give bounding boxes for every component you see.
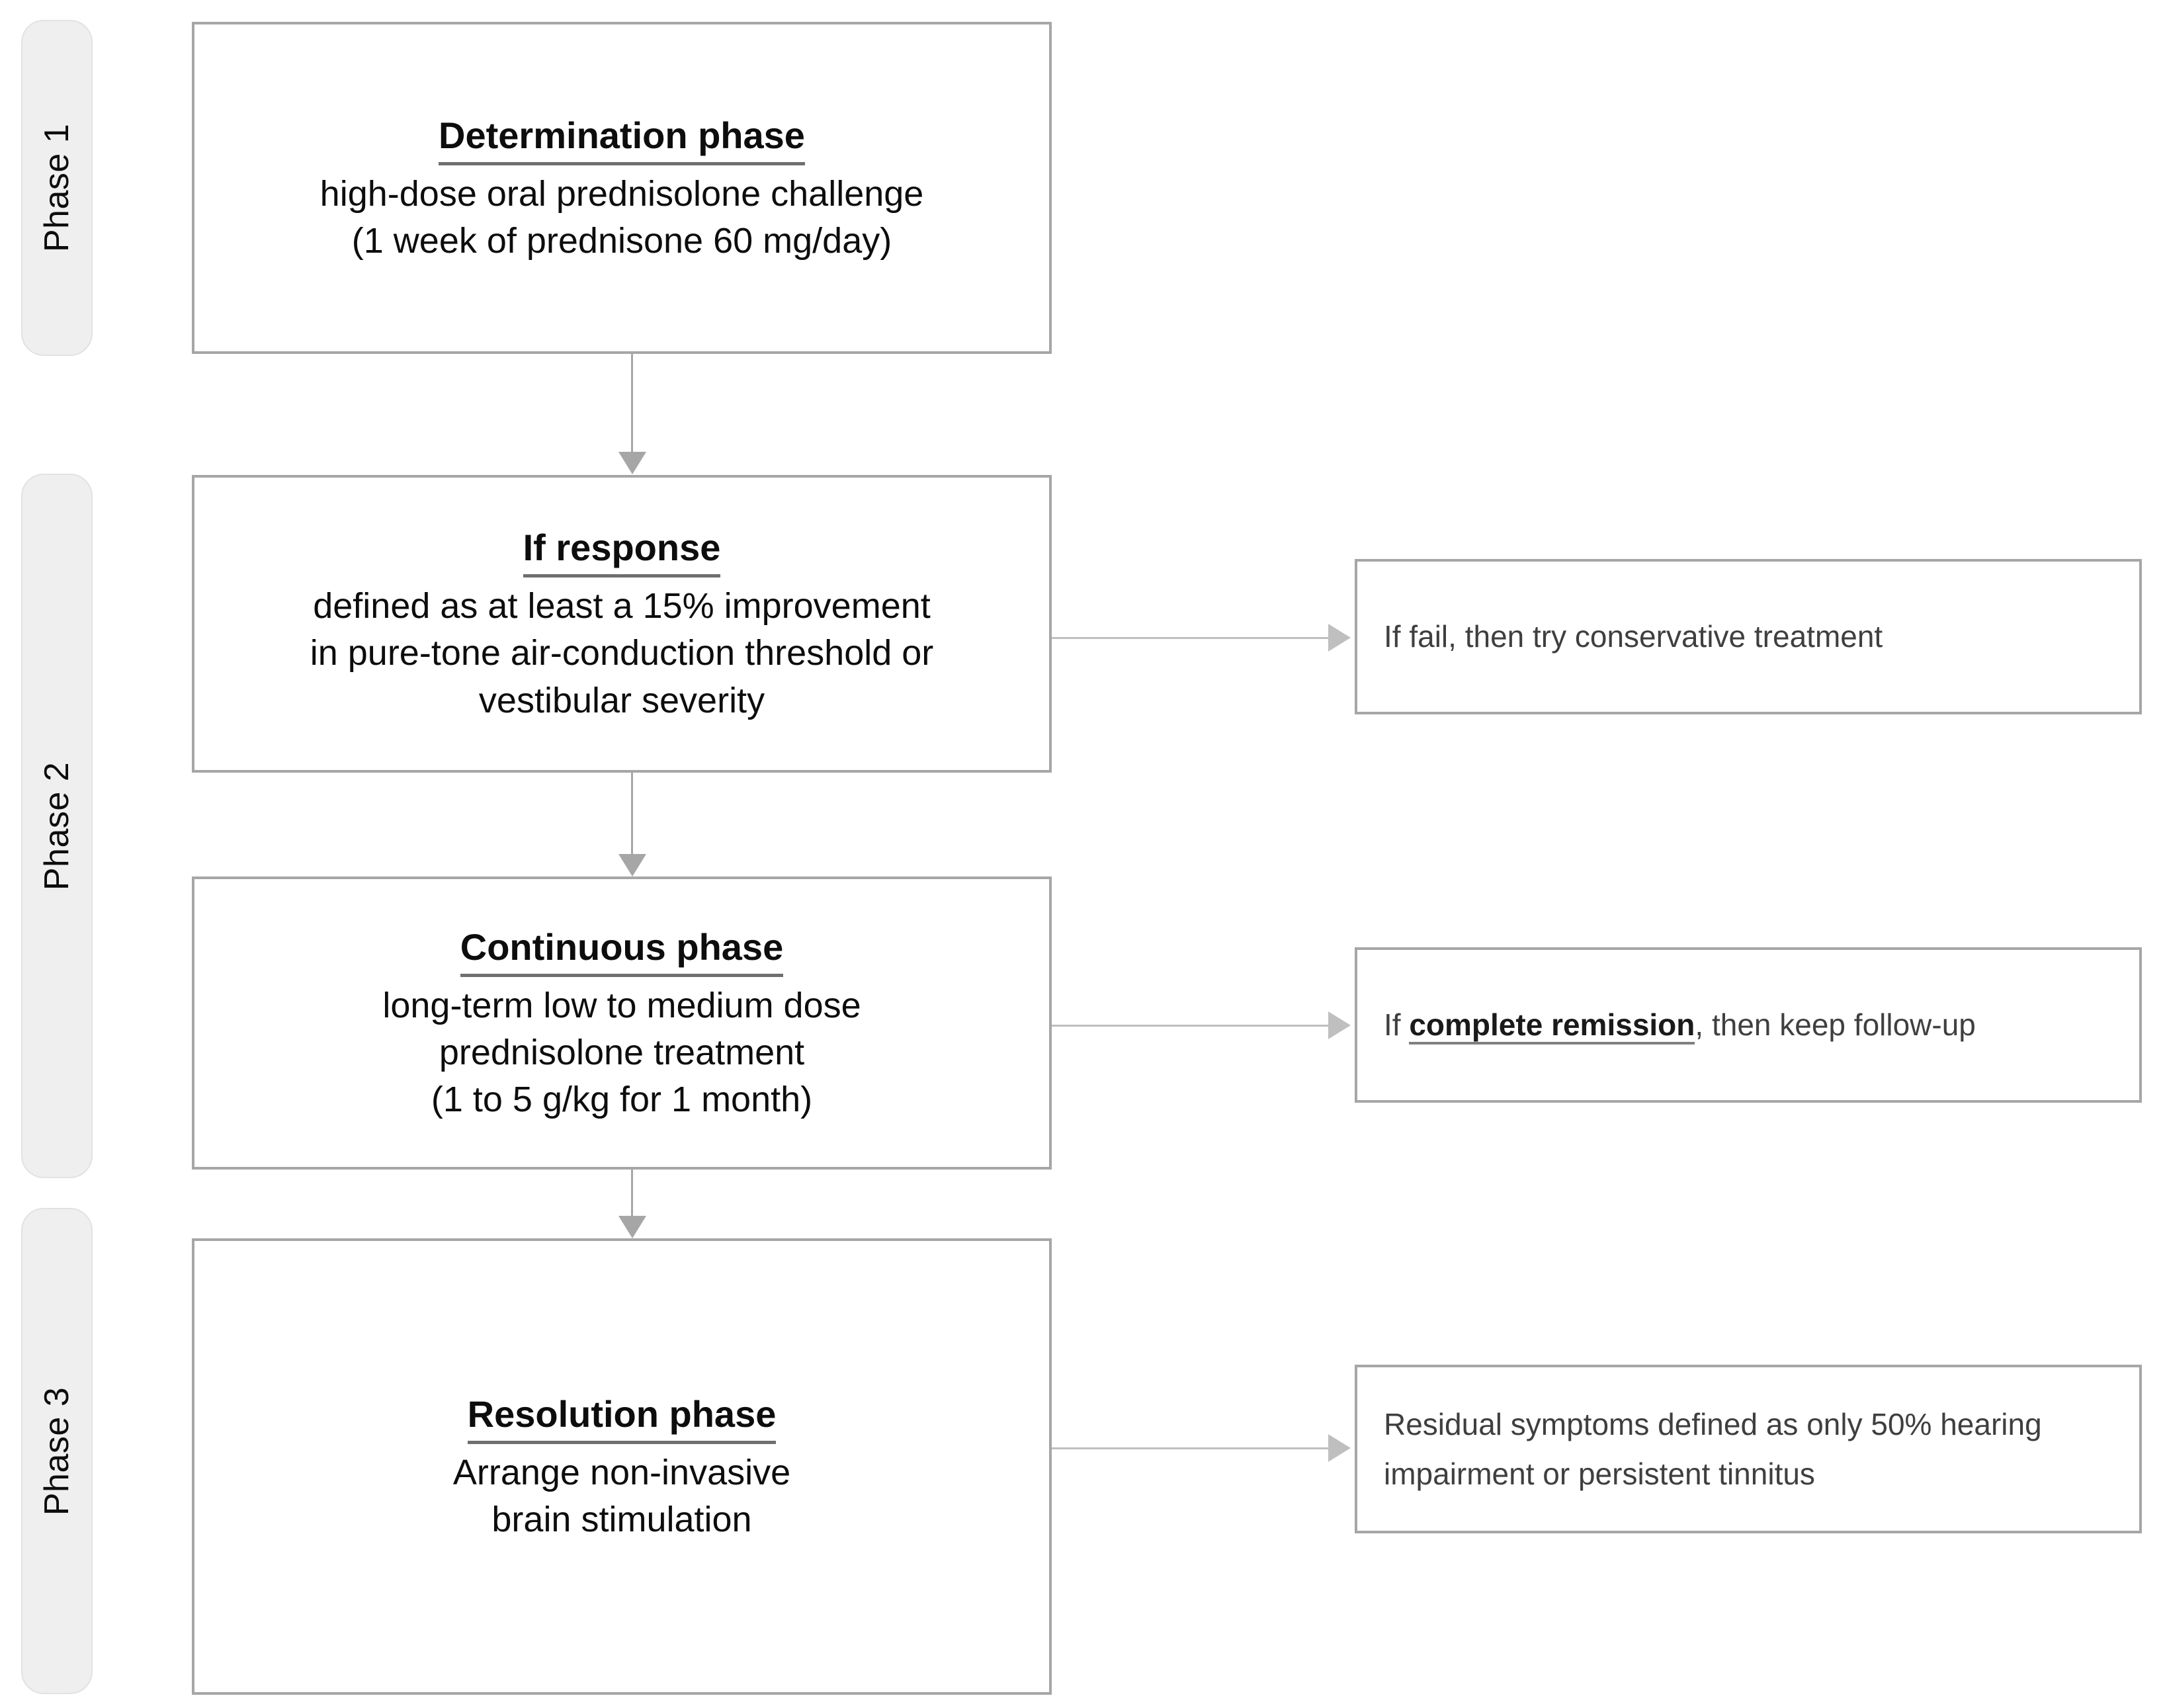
step-box-content: Continuous phase long-term low to medium… — [368, 923, 875, 1124]
step-line: Arrange non-invasive — [452, 1452, 791, 1492]
note-text-emphasis: complete remission — [1409, 1007, 1695, 1045]
step-line: brain stimulation — [491, 1499, 752, 1539]
note-text-line-2: impairment or persistent tinnitus — [1384, 1456, 1815, 1491]
step-line: in pure-tone air-conduction threshold or — [310, 633, 934, 673]
phase-tab-3: Phase 3 — [21, 1208, 93, 1694]
step-line: defined as at least a 15% improvement — [313, 586, 931, 626]
step-box-content: If response defined as at least a 15% im… — [296, 523, 949, 724]
arrow-head-right-1 — [1328, 624, 1351, 652]
step-title-determination-phase: Determination phase — [439, 111, 805, 165]
step-line: prednisolone treatment — [439, 1032, 805, 1072]
step-title-if-response: If response — [523, 523, 721, 578]
step-box-if-response[interactable]: If response defined as at least a 15% im… — [192, 475, 1052, 773]
arrow-head-right-2 — [1328, 1011, 1351, 1039]
connector-determination-to-response — [631, 354, 633, 453]
arrow-head-right-3 — [1328, 1434, 1351, 1462]
connector-response-to-continuous — [631, 773, 633, 855]
arrow-head-down-2 — [618, 854, 646, 876]
step-line: (1 week of prednisone 60 mg/day) — [351, 220, 892, 261]
note-box-if-fail[interactable]: If fail, then try conservative treatment — [1355, 559, 2142, 714]
step-line: vestibular severity — [478, 680, 765, 720]
connector-continuous-to-resolution — [631, 1170, 633, 1217]
note-text-prefix: If — [1384, 1007, 1410, 1043]
step-box-resolution-phase[interactable]: Resolution phase Arrange non-invasive br… — [192, 1238, 1052, 1695]
step-title-continuous-phase: Continuous phase — [460, 923, 784, 977]
step-box-content: Determination phase high-dose oral predn… — [306, 111, 939, 265]
step-line: high-dose oral prednisolone challenge — [319, 173, 924, 214]
note-content: Residual symptoms defined as only 50% he… — [1357, 1400, 2068, 1498]
step-line: (1 to 5 g/kg for 1 month) — [431, 1080, 813, 1120]
phase-tab-3-label: Phase 3 — [38, 1387, 76, 1516]
arrow-head-down-3 — [618, 1216, 646, 1238]
note-box-complete-remission[interactable]: If complete remission, then keep follow-… — [1355, 947, 2142, 1103]
connector-resolution-to-note-residual — [1052, 1447, 1330, 1449]
note-text-suffix: , then keep follow-up — [1695, 1007, 1976, 1043]
step-title-resolution-phase: Resolution phase — [467, 1390, 777, 1444]
connector-continuous-to-note-remission — [1052, 1025, 1330, 1027]
note-text: If fail, then try conservative treatment — [1384, 619, 1883, 654]
step-box-determination-phase[interactable]: Determination phase high-dose oral predn… — [192, 22, 1052, 354]
note-text-line-1: Residual symptoms defined as only 50% he… — [1384, 1406, 2042, 1441]
phase-tab-1: Phase 1 — [21, 20, 93, 356]
step-line: long-term low to medium dose — [382, 985, 861, 1025]
note-content: If complete remission, then keep follow-… — [1357, 1000, 2002, 1050]
phase-tab-1-label: Phase 1 — [38, 123, 76, 253]
step-box-continuous-phase[interactable]: Continuous phase long-term low to medium… — [192, 876, 1052, 1170]
note-box-residual-symptoms[interactable]: Residual symptoms defined as only 50% he… — [1355, 1365, 2142, 1533]
connector-response-to-note-fail — [1052, 637, 1330, 639]
phase-tab-2-label: Phase 2 — [38, 761, 76, 890]
phase-tab-2: Phase 2 — [21, 474, 93, 1178]
step-box-content: Resolution phase Arrange non-invasive br… — [439, 1390, 805, 1543]
arrow-head-down-1 — [618, 452, 646, 474]
note-content: If fail, then try conservative treatment — [1357, 612, 1909, 662]
